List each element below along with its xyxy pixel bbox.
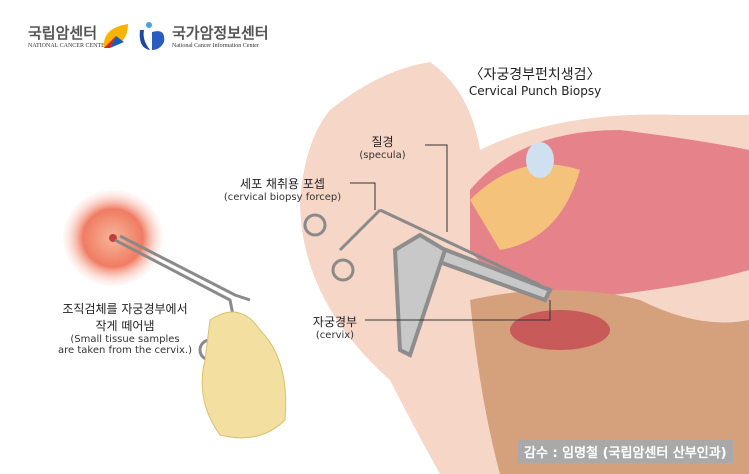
bowel	[510, 310, 610, 350]
label-specula: 질경 (specula)	[359, 135, 406, 161]
label-forcep: 세포 채취용 포셉 (cervical biopsy forcep)	[223, 177, 342, 203]
diagram-title: 〈자궁경부펀치생검〉 Cervical Punch Biopsy	[468, 67, 602, 98]
label-cervix: 자궁경부 (cervix)	[312, 315, 358, 341]
ncc-logo: 국립암센터 NATIONAL CANCER CENTER	[28, 24, 109, 49]
bladder	[470, 164, 580, 250]
review-credit: 감수 : 임명철 (국립암센터 산부인과)	[518, 440, 733, 463]
label-sample: 조직검체를 자궁경부에서 작게 떼어냄 (Small tissue sample…	[58, 302, 192, 356]
ovary	[526, 142, 554, 178]
ncc-leaf-icon	[103, 24, 128, 48]
speculum	[392, 232, 553, 358]
gloved-hand	[201, 311, 287, 439]
cic-logo-icon	[139, 22, 165, 50]
forceps-right	[303, 208, 541, 287]
cic-logo: 국가암정보센터 National Cancer Information Cent…	[172, 24, 269, 49]
leader-lines	[350, 144, 551, 321]
